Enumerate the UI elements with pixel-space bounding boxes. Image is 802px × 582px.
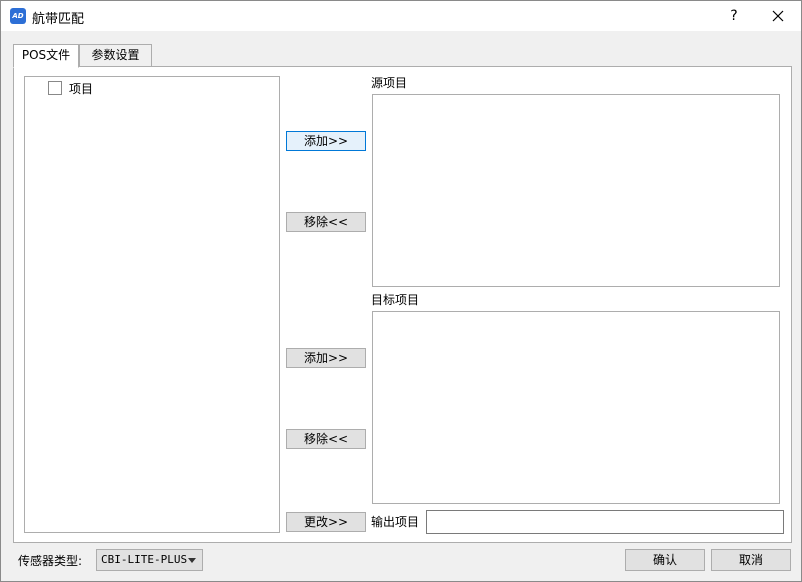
- sensor-type-value: CBI-LITE-PLUS: [101, 553, 188, 566]
- app-logo-icon: AD: [10, 8, 26, 24]
- output-project-field[interactable]: [426, 510, 784, 534]
- change-output-button[interactable]: 更改>>: [286, 512, 366, 532]
- tree-item-project[interactable]: 项目: [48, 79, 93, 97]
- close-icon: [772, 10, 784, 22]
- target-remove-button[interactable]: 移除<<: [286, 429, 366, 449]
- tab-pos-file[interactable]: POS文件: [13, 44, 79, 68]
- close-button[interactable]: [765, 5, 791, 27]
- project-tree[interactable]: 项目: [24, 76, 280, 533]
- tab-parameters[interactable]: 参数设置: [79, 44, 152, 67]
- help-button[interactable]: ?: [730, 8, 738, 24]
- cancel-button[interactable]: 取消: [711, 549, 791, 571]
- source-remove-button[interactable]: 移除<<: [286, 212, 366, 232]
- target-add-button[interactable]: 添加>>: [286, 348, 366, 368]
- source-add-button[interactable]: 添加>>: [286, 131, 366, 151]
- title-bar: AD 航带匹配 ?: [1, 1, 801, 31]
- pos-file-panel: 项目 添加>> 移除<< 源项目 添加>> 移除<< 目标项目 更改>> 输出项…: [13, 66, 792, 543]
- target-list[interactable]: [372, 311, 780, 504]
- chevron-down-icon: [188, 558, 196, 563]
- sensor-type-label: 传感器类型:: [18, 554, 83, 568]
- project-checkbox[interactable]: [48, 81, 62, 95]
- sensor-type-select[interactable]: CBI-LITE-PLUS: [96, 549, 203, 571]
- source-list[interactable]: [372, 94, 780, 287]
- output-label: 输出项目: [371, 515, 420, 529]
- target-label: 目标项目: [371, 293, 420, 307]
- window-title: 航带匹配: [32, 12, 85, 27]
- source-label: 源项目: [371, 76, 408, 90]
- tree-item-label: 项目: [69, 81, 94, 96]
- ok-button[interactable]: 确认: [625, 549, 705, 571]
